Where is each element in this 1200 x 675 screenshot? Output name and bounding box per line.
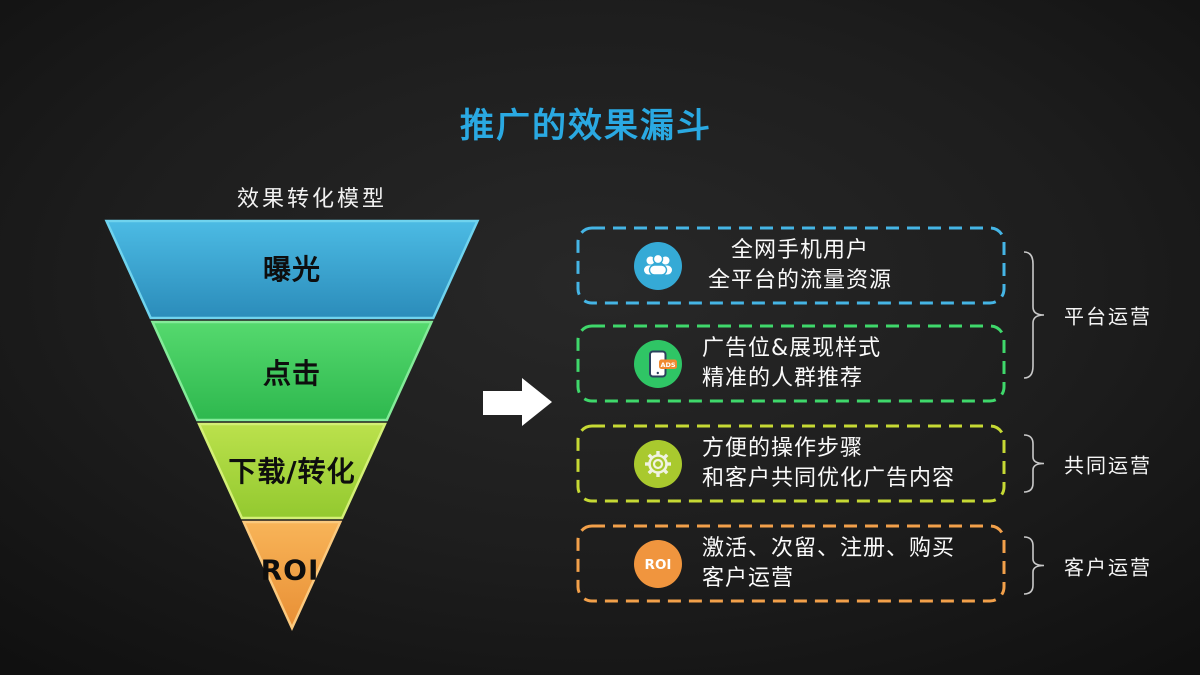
roi-icon: ROI (634, 539, 682, 588)
gear-icon (634, 439, 682, 488)
info-box-operation: 方便的操作步骤 和客户共同优化广告内容 (576, 424, 1006, 503)
funnel-icon (104, 219, 480, 632)
funnel-label-download: 下载/转化 (228, 455, 356, 488)
page-title: 推广的效果漏斗 (460, 106, 712, 146)
box-line: 全网手机用户 (731, 237, 870, 263)
roi-icon-label: ROI (645, 557, 672, 573)
box-line: 全平台的流量资源 (708, 267, 893, 293)
group-label-platform: 平台运营 (1064, 304, 1152, 329)
group-label-joint: 共同运营 (1064, 453, 1152, 478)
phone-ads-icon: ADS (634, 339, 682, 388)
box-line: 客户运营 (702, 565, 795, 591)
box-line: 精准的人群推荐 (702, 365, 864, 391)
info-box-traffic: 全网手机用户 全平台的流量资源 (576, 226, 1006, 305)
box-text: 广告位&展现样式 精准的人群推荐 (702, 334, 881, 394)
box-text: 全网手机用户 全平台的流量资源 (708, 236, 892, 296)
funnel-layer-roi (241, 520, 343, 632)
group-label-customer: 客户运营 (1064, 555, 1152, 580)
brace-icon (1023, 251, 1045, 595)
box-text: 激活、次留、注册、购买 客户运营 (702, 534, 955, 594)
dashed-border (576, 226, 1006, 305)
funnel-label-exposure: 曝光 (262, 253, 322, 286)
info-box-adstyle: ADS 广告位&展现样式 精准的人群推荐 (576, 324, 1006, 403)
ads-badge: ADS (660, 360, 675, 368)
dashed-border (576, 524, 1006, 603)
funnel-label-click: 点击 (262, 357, 322, 390)
people-icon (634, 241, 682, 290)
funnel-layer-exposure (104, 219, 480, 320)
right-arrow-icon (483, 378, 552, 426)
box-line: 广告位&展现样式 (702, 335, 882, 361)
dashed-border (576, 324, 1006, 403)
funnel-layer-click (150, 320, 434, 422)
funnel-caption: 效果转化模型 (237, 187, 388, 212)
funnel-layer-download (197, 422, 387, 520)
box-text: 方便的操作步骤 和客户共同优化广告内容 (702, 434, 955, 494)
dashed-border (576, 424, 1006, 503)
box-line: 和客户共同优化广告内容 (702, 465, 956, 491)
box-line: 激活、次留、注册、购买 (702, 535, 956, 561)
box-line: 方便的操作步骤 (702, 435, 864, 461)
info-box-customer: ROI 激活、次留、注册、购买 客户运营 (576, 524, 1006, 603)
funnel-label-roi: ROI (260, 553, 320, 587)
